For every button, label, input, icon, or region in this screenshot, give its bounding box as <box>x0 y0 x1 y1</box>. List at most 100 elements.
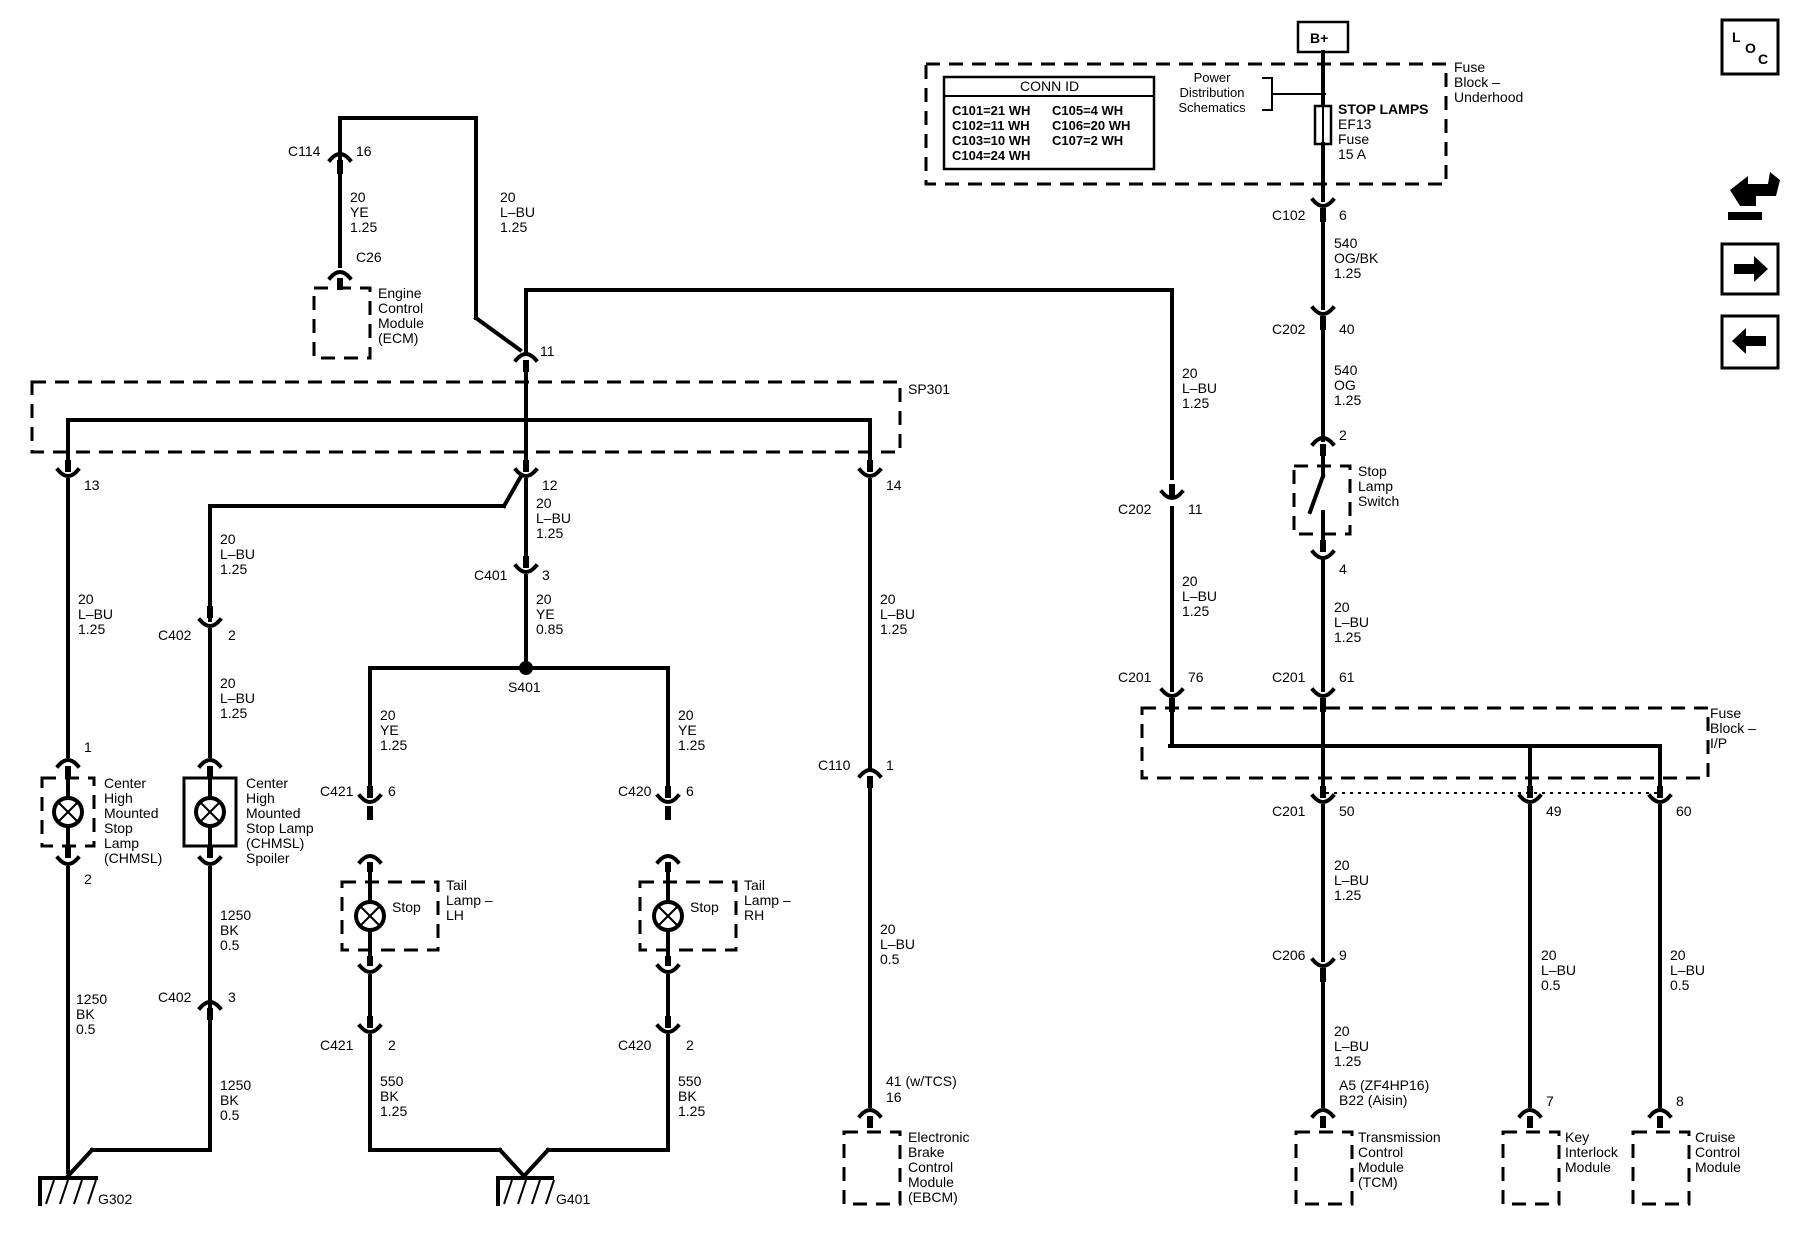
svg-text:0.5: 0.5 <box>1541 977 1561 993</box>
svg-text:6: 6 <box>1339 207 1347 223</box>
svg-text:540: 540 <box>1334 362 1358 378</box>
svg-text:Lamp –: Lamp – <box>744 892 791 908</box>
svg-text:Control: Control <box>378 300 423 316</box>
svg-text:1.25: 1.25 <box>1334 887 1361 903</box>
svg-text:L–BU: L–BU <box>880 936 915 952</box>
svg-text:C201: C201 <box>1272 669 1306 685</box>
connector-c110: C110 1 <box>818 757 894 788</box>
svg-text:1.25: 1.25 <box>678 737 705 753</box>
svg-text:41 (w/TCS): 41 (w/TCS) <box>886 1073 957 1089</box>
svg-text:0.5: 0.5 <box>1670 977 1690 993</box>
center-high-mounted-stop-lamp: 1 2 Center High Mounted Stop Lamp (CHMSL… <box>40 739 162 887</box>
svg-text:YE: YE <box>380 722 399 738</box>
wire-label: 550 BK 1.25 <box>380 1073 407 1119</box>
svg-text:High: High <box>246 790 275 806</box>
svg-text:13: 13 <box>84 477 100 493</box>
connector-c401: C401 3 <box>474 556 550 583</box>
fuse-block-underhood-label: Fuse Block – Underhood <box>1454 59 1523 105</box>
svg-text:Module: Module <box>1358 1159 1404 1175</box>
chmsl-spoiler: Center High Mounted Stop Lamp (CHMSL) Sp… <box>182 758 314 866</box>
location-icon[interactable]: L O C <box>1720 18 1780 76</box>
svg-text:Stop: Stop <box>104 820 133 836</box>
wire-label: 20 L–BU 0.5 <box>1541 947 1576 993</box>
svg-text:3: 3 <box>542 567 550 583</box>
connector-end-view-icon[interactable] <box>1728 172 1780 220</box>
svg-text:OG: OG <box>1334 377 1356 393</box>
connector-c421-lower: C421 2 <box>320 1016 396 1053</box>
svg-text:11: 11 <box>540 343 555 359</box>
svg-text:1.25: 1.25 <box>1334 1053 1361 1069</box>
wire-label: 20 YE 0.85 <box>536 591 563 637</box>
svg-text:Schematics: Schematics <box>1178 100 1246 115</box>
svg-text:20: 20 <box>220 675 236 691</box>
svg-text:LH: LH <box>446 907 464 923</box>
svg-text:Control: Control <box>1358 1144 1403 1160</box>
wire-label: 20 L–BU 1.25 <box>500 189 535 235</box>
splice-pins: 13 12 14 <box>55 460 902 493</box>
next-page-icon[interactable] <box>1720 242 1780 296</box>
svg-text:1.25: 1.25 <box>220 705 247 721</box>
fuse-block-ip-outline <box>1140 706 1710 780</box>
svg-text:20: 20 <box>536 495 552 511</box>
power-distribution-reference[interactable]: Power Distribution Schematics <box>1178 70 1326 115</box>
svg-text:1.25: 1.25 <box>380 1103 407 1119</box>
svg-text:B22 (Aisin): B22 (Aisin) <box>1339 1092 1407 1108</box>
svg-text:14: 14 <box>886 477 902 493</box>
ground-g302: G302 <box>38 1176 132 1207</box>
svg-text:Control: Control <box>908 1159 953 1175</box>
svg-text:G302: G302 <box>98 1191 132 1207</box>
conn-id-table: CONN ID C101=21 WH C102=11 WH C103=10 WH… <box>942 75 1156 171</box>
svg-text:3: 3 <box>228 989 236 1005</box>
svg-text:L–BU: L–BU <box>1541 962 1576 978</box>
svg-text:1.25: 1.25 <box>1334 629 1361 645</box>
svg-text:76: 76 <box>1188 669 1204 685</box>
svg-text:49: 49 <box>1546 803 1562 819</box>
svg-text:High: High <box>104 790 133 806</box>
svg-text:Key: Key <box>1565 1129 1589 1145</box>
svg-text:7: 7 <box>1546 1093 1554 1109</box>
svg-text:Module: Module <box>378 315 424 331</box>
svg-text:2: 2 <box>228 627 236 643</box>
svg-text:20: 20 <box>1334 599 1350 615</box>
svg-text:Switch: Switch <box>1358 493 1399 509</box>
svg-text:YE: YE <box>536 606 555 622</box>
svg-text:SP301: SP301 <box>908 381 950 397</box>
wire-label: 20 L–BU 0.5 <box>1670 947 1705 993</box>
svg-text:20: 20 <box>220 531 236 547</box>
svg-text:G401: G401 <box>556 1191 590 1207</box>
cruise-control-module: 8 Cruise Control Module <box>1631 1093 1741 1206</box>
wire-label: 20 L–BU 1.25 <box>880 591 915 637</box>
svg-text:C206: C206 <box>1272 947 1306 963</box>
svg-text:Fuse: Fuse <box>1454 59 1485 75</box>
svg-text:A5 (ZF4HP16): A5 (ZF4HP16) <box>1339 1077 1429 1093</box>
svg-text:L–BU: L–BU <box>1334 872 1369 888</box>
wire-label: 20 L–BU 1.25 <box>1334 857 1369 903</box>
svg-text:L–BU: L–BU <box>1670 962 1705 978</box>
wire-label: 1250 BK 0.5 <box>220 1077 251 1123</box>
connector-c201: C201 61 <box>1272 669 1355 712</box>
connector-c420-lower: C420 2 <box>618 1016 694 1053</box>
svg-text:C102: C102 <box>1272 207 1306 223</box>
svg-text:C: C <box>1758 51 1768 67</box>
wire-label: 20 L–BU 1.25 <box>220 675 255 721</box>
fuse-block-ip-label: Fuse Block – I/P <box>1710 705 1756 751</box>
svg-text:1.25: 1.25 <box>1182 603 1209 619</box>
svg-text:1.25: 1.25 <box>536 525 563 541</box>
svg-text:EF13: EF13 <box>1338 116 1372 132</box>
svg-text:Distribution: Distribution <box>1179 85 1244 100</box>
svg-text:1: 1 <box>84 739 92 755</box>
svg-text:15 A: 15 A <box>1338 146 1367 162</box>
svg-text:Engine: Engine <box>378 285 422 301</box>
svg-text:Tail: Tail <box>446 877 467 893</box>
svg-text:Stop: Stop <box>690 899 719 915</box>
key-interlock-module: 7 Key Interlock Module <box>1501 1093 1619 1206</box>
svg-text:C106=20 WH: C106=20 WH <box>1052 118 1130 133</box>
svg-text:C107=2 WH: C107=2 WH <box>1052 133 1123 148</box>
ground-g401: G401 <box>496 1176 590 1207</box>
svg-text:61: 61 <box>1339 669 1355 685</box>
wire-label: 20 L–BU 1.25 <box>78 591 113 637</box>
svg-text:550: 550 <box>380 1073 404 1089</box>
svg-text:(CHMSL): (CHMSL) <box>246 835 304 851</box>
connector-c202-11: C202 11 <box>1118 480 1203 517</box>
previous-page-icon[interactable] <box>1720 314 1780 370</box>
